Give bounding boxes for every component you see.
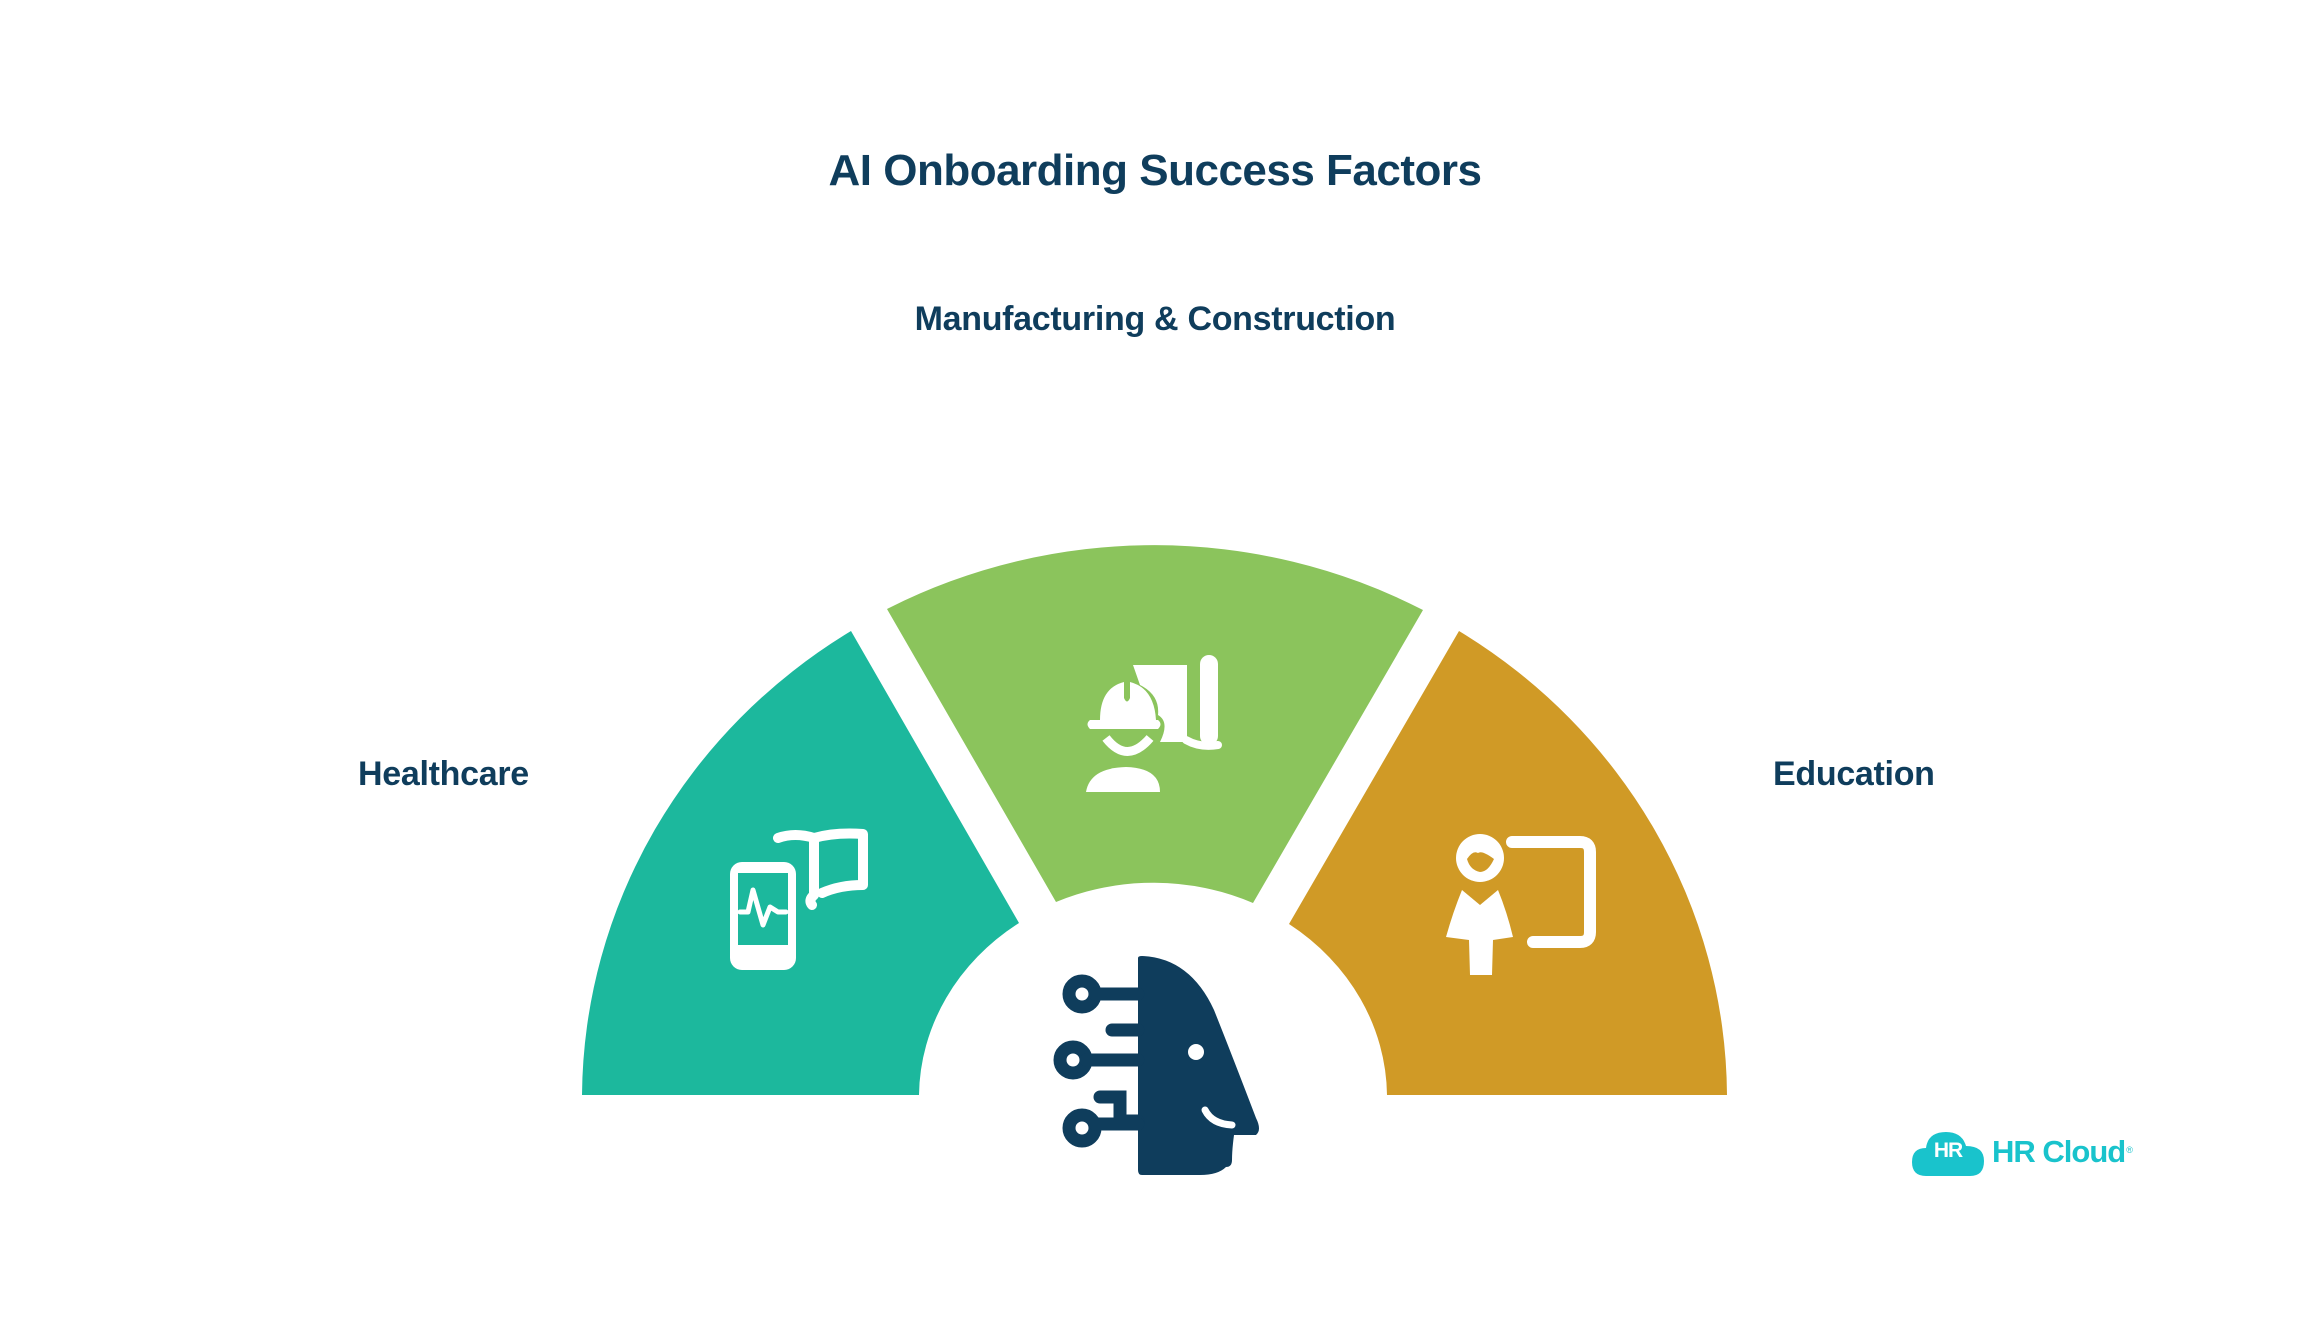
logo-name: HR Cloud (1992, 1134, 2126, 1169)
segment-healthcare (582, 631, 1019, 1095)
cloud-icon: HR (1912, 1126, 1984, 1178)
registered-mark: ® (2126, 1145, 2133, 1155)
label-healthcare: Healthcare (358, 755, 529, 793)
diagram-title: AI Onboarding Success Factors (828, 146, 1483, 195)
label-manufacturing: Manufacturing & Construction (914, 300, 1396, 338)
mobile-health-book-icon (730, 828, 868, 970)
construction-worker-blueprint-icon (1086, 655, 1222, 792)
label-education: Education (1773, 755, 1935, 793)
ai-head-circuit-icon (1053, 956, 1259, 1175)
logo-badge-text: HR (1933, 1139, 1963, 1162)
hr-cloud-logo: HR HR Cloud ® (1912, 1126, 2133, 1178)
teacher-whiteboard-icon (1446, 834, 1596, 975)
segment-education (1289, 631, 1727, 1095)
